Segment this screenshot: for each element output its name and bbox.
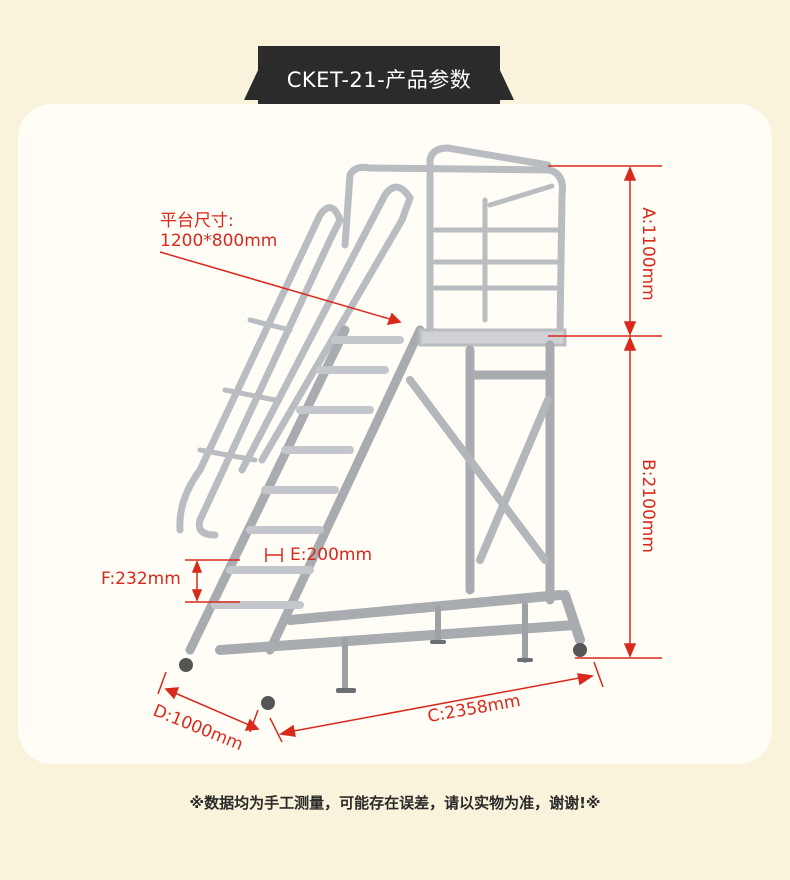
disclaimer-note: ※数据均为手工测量，可能存在误差，请以实物为准，谢谢!※ [189,794,601,812]
caster-wheels [179,643,587,710]
title-tab-right-ear [498,66,514,100]
dimension-f-label: F:232mm [101,569,181,589]
platform-size-value: 1200*800mm [160,231,278,251]
product-card [18,104,772,764]
dimension-e-label: E:200mm [290,545,373,565]
page-title: CKET-21-产品参数 [258,46,500,112]
stabilizer-feet [336,640,533,693]
title-tab-left-ear [244,66,260,100]
ladder-drawing [176,144,585,693]
dimension-a-label: A:1100mm [638,207,658,301]
dimension-b-label: B:2100mm [638,459,658,553]
platform-size-label: 平台尺寸: [160,211,234,231]
dimension-lines [157,165,662,743]
